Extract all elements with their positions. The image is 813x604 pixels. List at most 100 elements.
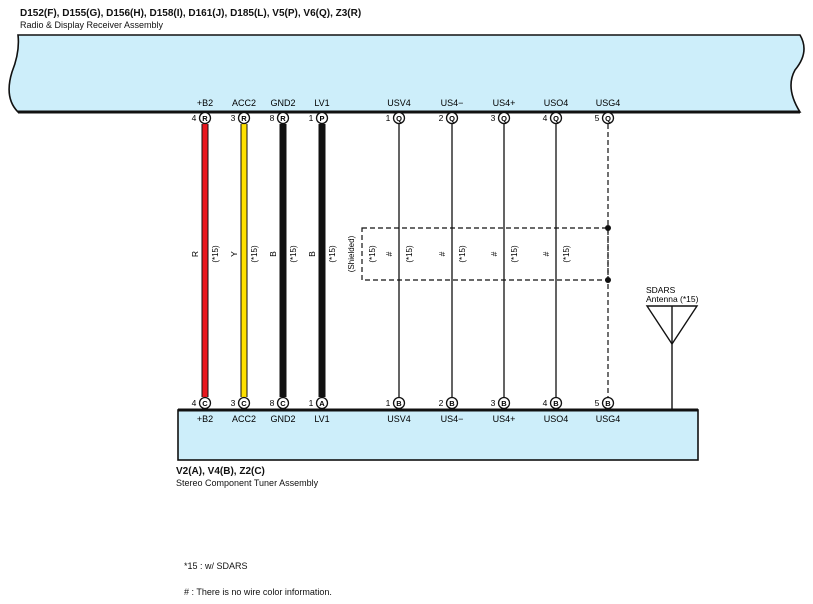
wire-7-bottom-connector [497,396,511,410]
wire-4-top-connector-letter: P [319,114,324,123]
wire-4-color-code: B [307,251,317,257]
wire-4-bottom-pin: 1 [309,398,314,408]
wire-2-top-connector [237,111,251,125]
wire-6-top-connector-letter: Q [449,114,455,123]
wire-2-bottom-connector-letter: C [241,399,247,408]
wire-9-top-label: USG4 [596,98,621,108]
wire-8-bottom-label: USO4 [544,414,569,424]
wire-2-bottom-connector [237,396,251,410]
wire-5-top-connector [392,111,406,125]
wire-2-color-code: Y [229,251,239,257]
wire-1-bottom-connector [198,396,212,410]
wire-7-bottom-pin: 3 [491,398,496,408]
wire-8-top-connector-letter: Q [553,114,559,123]
wire-6-note: (*15) [458,245,467,263]
shield-note: (*15) [368,245,377,263]
wire-3-note: (*15) [289,245,298,263]
wire-9-top-connector-letter: Q [605,114,611,123]
wire-4-bottom-label: LV1 [314,414,329,424]
wire-7-note: (*15) [510,245,519,263]
wire-6-bottom-label: US4− [441,414,464,424]
wire-3-top-label: GND2 [270,98,295,108]
wire-5-bottom-connector [392,396,406,410]
wire-7-color-code: # [489,251,499,256]
wire-8-color-code: # [541,251,551,256]
wire-9-bottom-label: USG4 [596,414,621,424]
wire-5-note: (*15) [405,245,414,263]
wire-1-bottom-connector-letter: C [202,399,208,408]
wire-6-bottom-connector-letter: B [449,399,455,408]
wire-3-color-code: B [268,251,278,257]
wire-3-bottom-connector [276,396,290,410]
wire-1-note: (*15) [211,245,220,263]
wire-7-top-connector-letter: Q [501,114,507,123]
wire-5-top-connector-letter: Q [396,114,402,123]
wire-2-top-pin: 3 [231,113,236,123]
wire-5-bottom-pin: 1 [386,398,391,408]
wire-4-top-connector [315,111,329,125]
wire-6-top-connector [445,111,459,125]
wire-1-top-label: +B2 [197,98,213,108]
wire-9-bottom-connector-letter: B [605,399,611,408]
wire-7-top-pin: 3 [491,113,496,123]
wire-4-bottom-connector [315,396,329,410]
wire-7-bottom-label: US4+ [493,414,516,424]
wire-2-note: (*15) [250,245,259,263]
wire-5-top-pin: 1 [386,113,391,123]
wire-8-bottom-pin: 4 [543,398,548,408]
wire-5-top-label: USV4 [387,98,411,108]
wire-6-top-pin: 2 [439,113,444,123]
wire-3-top-connector-letter: R [280,114,286,123]
wire-9-bottom-pin: 5 [595,398,600,408]
wire-1-top-connector [198,111,212,125]
wire-8-bottom-connector-letter: B [553,399,559,408]
sdars-antenna [645,305,699,410]
stereo-component-tuner-box [177,409,699,461]
wire-6-color-code: # [437,251,447,256]
wire-5-bottom-label: USV4 [387,414,411,424]
wire-7-top-connector [497,111,511,125]
wire-5-bottom-connector-letter: B [396,399,402,408]
wire-4-note: (*15) [328,245,337,263]
wire-2-bottom-pin: 3 [231,398,236,408]
wire-2-bottom-label: ACC2 [232,414,256,424]
wire-3-bottom-pin: 8 [270,398,275,408]
wire-8-bottom-connector [549,396,563,410]
wire-4-top-label: LV1 [314,98,329,108]
bottom-assembly-connectors: V2(A), V4(B), Z2(C) [176,466,265,477]
wire-6-bottom-pin: 2 [439,398,444,408]
wire-1-color-code: R [190,251,200,257]
wire-9-bottom-connector [601,396,615,410]
wire-9-top-pin: 5 [595,113,600,123]
wire-3-top-connector [276,111,290,125]
wire-9-top-connector [601,111,615,125]
wire-1-top-pin: 4 [192,113,197,123]
wire-8-note: (*15) [562,245,571,263]
footnote-color-info: # : There is no wire color information. [184,587,332,597]
wire-7-bottom-connector-letter: B [501,399,507,408]
wire-1-bottom-label: +B2 [197,414,213,424]
wire-3-bottom-connector-letter: C [280,399,286,408]
wire-5-color-code: # [384,251,394,256]
wire-8-top-pin: 4 [543,113,548,123]
wire-1-bottom-pin: 4 [192,398,197,408]
top-assembly-name: Radio & Display Receiver Assembly [20,20,164,30]
wire-1-top-connector-letter: R [202,114,208,123]
bottom-assembly-name: Stereo Component Tuner Assembly [176,478,319,488]
wire-3-bottom-label: GND2 [270,414,295,424]
top-assembly-connectors: D152(F), D155(G), D156(H), D158(I), D161… [20,8,362,19]
antenna-label-line2: Antenna (*15) [646,294,699,304]
footnote-sdars: *15 : w/ SDARS [184,561,248,571]
wire-3-top-pin: 8 [270,113,275,123]
wire-7-top-label: US4+ [493,98,516,108]
wire-8-top-label: USO4 [544,98,569,108]
wire-6-top-label: US4− [441,98,464,108]
wire-4-bottom-connector-letter: A [319,399,325,408]
wire-2-top-label: ACC2 [232,98,256,108]
antenna-label-line1: SDARS [646,285,676,295]
wire-4-top-pin: 1 [309,113,314,123]
wire-2-top-connector-letter: R [241,114,247,123]
wire-8-top-connector [549,111,563,125]
wire-6-bottom-connector [445,396,459,410]
